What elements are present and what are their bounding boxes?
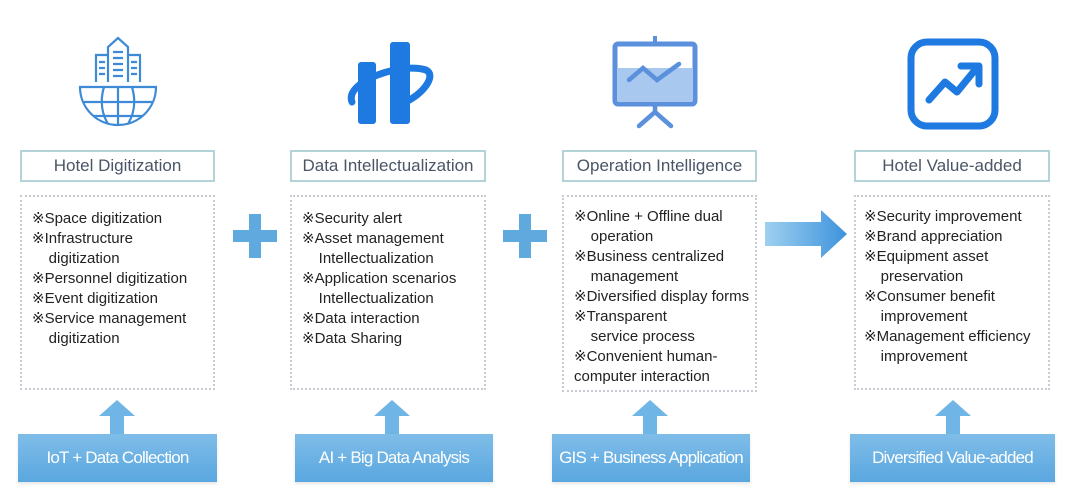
list-item: ※Online + Offline dual operation <box>574 208 723 245</box>
up-arrow-icon <box>632 400 668 434</box>
building-globe-icon <box>78 36 158 127</box>
list-item: ※Business centralized management <box>574 248 725 285</box>
list-item: ※Asset management Intellectualization <box>302 230 444 267</box>
trend-up-icon <box>907 38 999 130</box>
list-item: ※Space digitization <box>32 210 163 227</box>
foundation-label: Diversified Value-added <box>850 434 1055 482</box>
list-item: ※Diversified display forms <box>574 288 750 305</box>
list-item: ※Security alert <box>302 210 403 227</box>
foundation-label: AI + Big Data Analysis <box>295 434 493 482</box>
list-item: ※Consumer benefit improvement <box>864 288 995 325</box>
feature-list: ※Security alert ※Asset management Intell… <box>290 195 486 390</box>
foundation-label: GIS + Business Application <box>552 434 750 482</box>
list-item: ※Service management digitization <box>32 310 187 347</box>
list-item: ※Transparent service process <box>574 308 695 345</box>
up-arrow-icon <box>935 400 971 434</box>
up-arrow-icon <box>99 400 135 434</box>
foundation-label: IoT + Data Collection <box>18 434 217 482</box>
plus-icon <box>503 214 547 258</box>
feature-list: ※Online + Offline dual operation ※Busine… <box>562 195 757 392</box>
list-item: ※Data interaction <box>302 310 420 327</box>
list-item: ※Data Sharing <box>302 330 403 347</box>
list-item: ※Personnel digitization <box>32 270 188 287</box>
list-item: ※Application scenarios Intellectualizati… <box>302 270 457 307</box>
list-item: ※Security improvement <box>864 208 1022 225</box>
column-title-hotel-digitization: Hotel Digitization <box>20 150 215 182</box>
plus-icon <box>233 214 277 258</box>
list-item: ※Management efficiency improvement <box>864 328 1031 365</box>
list-item: ※Infrastructure digitization <box>32 230 133 267</box>
up-arrow-icon <box>374 400 410 434</box>
right-arrow-icon <box>765 210 847 258</box>
feature-list: ※Security improvement ※Brand appreciatio… <box>854 195 1050 390</box>
list-item: ※Convenient human- computer interaction <box>574 348 718 385</box>
list-item: ※Equipment asset preservation <box>864 248 989 285</box>
bar-chart-orbit-icon <box>347 42 434 124</box>
feature-list: ※Space digitization ※Infrastructure digi… <box>20 195 215 390</box>
presentation-board-icon <box>612 36 698 129</box>
column-title-hotel-value-added: Hotel Value-added <box>854 150 1050 182</box>
list-item: ※Brand appreciation <box>864 228 1003 245</box>
list-item: ※Event digitization <box>32 290 158 307</box>
column-title-operation-intelligence: Operation Intelligence <box>562 150 757 182</box>
column-title-data-intellectualization: Data Intellectualization <box>290 150 486 182</box>
